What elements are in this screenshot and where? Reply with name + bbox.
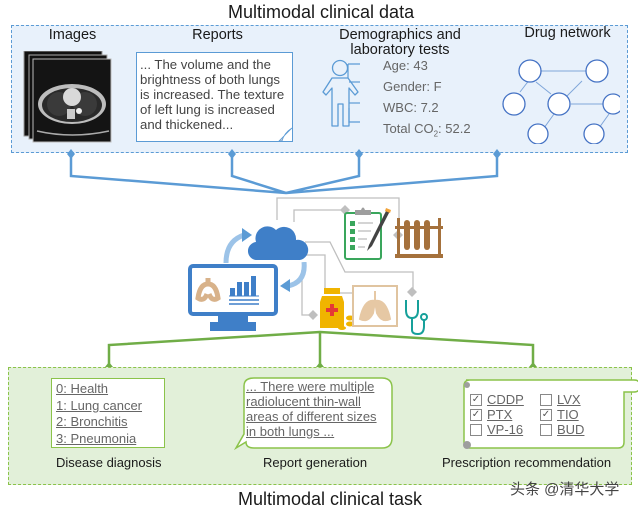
field-wbc: WBC: 7.2 xyxy=(383,100,439,115)
cloud-icon xyxy=(247,222,310,267)
checkbox-checked[interactable]: ✓ xyxy=(540,408,552,421)
sync-up-arrow-icon xyxy=(222,225,252,270)
clinical-data-panel xyxy=(11,25,628,153)
diagnosis-option[interactable]: 0: Health xyxy=(56,381,109,396)
report-line: radiolucent thin-wall xyxy=(246,394,361,409)
page-curl-icon xyxy=(278,125,293,147)
checkbox-checked[interactable]: ✓ xyxy=(470,408,482,421)
checkbox-checked[interactable]: ✓ xyxy=(470,393,482,406)
report-line: ... There were multiple xyxy=(246,379,375,394)
field-total-co2: Total CO2: 52.2 xyxy=(383,121,471,139)
diagnosis-option[interactable]: 1: Lung cancer xyxy=(56,397,143,413)
prescription-drug-grid: ✓CDDP LVX ✓PTX ✓TIO VP-16 BUD xyxy=(470,392,600,437)
field-age: Age: 43 xyxy=(383,58,428,73)
checkbox-unchecked[interactable] xyxy=(470,423,482,436)
drug-item-lvx[interactable]: LVX xyxy=(540,392,600,407)
demographics-label: Demographics and laboratory tests xyxy=(330,28,470,58)
drug-item-bud[interactable]: BUD xyxy=(540,422,600,437)
report-line: areas of different sizes xyxy=(246,409,377,424)
medicine-bottle-icon xyxy=(318,288,358,335)
test-tubes-icon xyxy=(395,218,443,265)
diagnosis-option[interactable]: 3: Pneumonia xyxy=(56,430,137,446)
demographics-label-line2: laboratory tests xyxy=(350,42,450,58)
speech-bubble-icon xyxy=(233,377,393,450)
checkbox-unchecked[interactable] xyxy=(540,393,552,406)
report-line: in both lungs ... xyxy=(246,424,335,439)
clipboard-icon xyxy=(343,205,393,265)
prescription-label: Prescription recommendation xyxy=(442,455,612,470)
drug-network-label: Drug network xyxy=(524,25,611,41)
data-connector-lines xyxy=(67,149,501,195)
checkbox-unchecked[interactable] xyxy=(540,423,552,436)
field-gender: Gender: F xyxy=(383,79,442,94)
drug-network-graph-icon xyxy=(500,54,624,149)
drug-item-tio[interactable]: ✓TIO xyxy=(540,407,579,422)
images-label: Images xyxy=(48,27,97,43)
drug-item-ptx[interactable]: ✓PTX xyxy=(470,407,513,422)
top-title: Multimodal clinical data xyxy=(228,2,415,22)
monitor-icon xyxy=(188,264,278,337)
stethoscope-icon xyxy=(402,298,432,341)
report-document: ... The volume and the brightness of bot… xyxy=(136,52,293,142)
demographics-fields: Age: 43 Gender: F WBC: 7.2 Total CO2: 52… xyxy=(383,58,471,142)
watermark: 头条 @清华大学 xyxy=(510,481,620,498)
person-icon xyxy=(322,58,372,133)
demographics-label-line1: Demographics and xyxy=(339,27,461,43)
sync-down-arrow-icon xyxy=(280,261,310,299)
diagnosis-label: Disease diagnosis xyxy=(56,455,162,470)
drug-item-cddp[interactable]: ✓CDDP xyxy=(470,392,524,407)
bottom-title: Multimodal clinical task xyxy=(238,489,423,509)
report-text: ... The volume and the brightness of bot… xyxy=(140,57,285,132)
reports-label: Reports xyxy=(192,27,243,43)
report-generation-text: ... There were multiple radiolucent thin… xyxy=(246,379,377,439)
ct-scan-stack-icon xyxy=(23,50,113,148)
lung-xray-icon xyxy=(352,285,398,332)
diagnosis-option[interactable]: 2: Bronchitis xyxy=(56,414,128,429)
report-generation-label: Report generation xyxy=(263,455,368,470)
diagnosis-card: 0: Health 1: Lung cancer 2: Bronchitis 3… xyxy=(51,378,165,448)
drug-item-vp16[interactable]: VP-16 xyxy=(470,422,540,437)
